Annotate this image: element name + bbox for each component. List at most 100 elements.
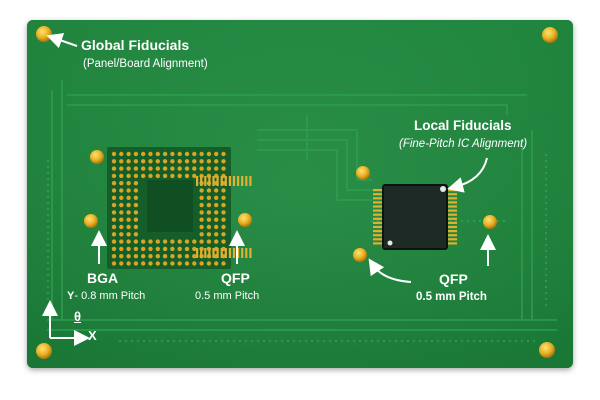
bga-ball xyxy=(126,254,131,259)
bga-ball xyxy=(177,173,182,179)
axis-y-label: Y xyxy=(67,290,75,302)
qfp-pin xyxy=(446,217,457,220)
bga-fiducial-top xyxy=(90,150,104,164)
bga-ball xyxy=(192,239,197,244)
bga-ball xyxy=(206,261,212,266)
axis-x-label: X xyxy=(88,328,97,343)
bga-ball xyxy=(126,181,131,186)
bga-ball xyxy=(184,239,190,244)
bga-ball xyxy=(111,254,117,259)
bga-ball xyxy=(199,195,204,200)
bga-ball xyxy=(206,232,212,237)
qfp-pin xyxy=(232,248,236,258)
bga-ball xyxy=(184,261,190,266)
pcb-traces xyxy=(47,80,557,331)
qfp-pin xyxy=(373,197,384,200)
bga-ball xyxy=(119,246,124,252)
bga-pitch: Y- 0.8 mm Pitch xyxy=(67,290,146,302)
bga-ball xyxy=(221,188,226,193)
bga-ball xyxy=(162,159,168,164)
bga-ball xyxy=(177,159,182,164)
bga-ball xyxy=(214,202,219,208)
bga-ball xyxy=(206,159,212,164)
qfp-pin xyxy=(446,197,457,200)
bga-ball xyxy=(221,261,226,266)
board-artwork xyxy=(36,26,558,359)
bga-ball xyxy=(170,173,175,179)
bga-ball xyxy=(221,217,226,222)
bga-ball xyxy=(206,195,212,200)
bga-ball xyxy=(111,188,117,193)
bga-ball xyxy=(126,261,131,266)
qfp-pin xyxy=(208,176,211,186)
bga-ball xyxy=(206,166,212,171)
bga-ball xyxy=(148,151,153,157)
bga-ball xyxy=(199,217,204,222)
bga-ball xyxy=(126,188,131,193)
qfp-pin xyxy=(446,193,457,196)
bga-ball xyxy=(141,254,146,259)
bga-ball xyxy=(119,217,124,222)
bga-ball xyxy=(126,239,131,244)
bga-ball xyxy=(192,246,197,252)
fiducial-top-right xyxy=(542,27,558,43)
qfp-pin xyxy=(373,193,384,196)
bga-ball xyxy=(133,202,139,208)
qfp-pin xyxy=(373,189,384,192)
bga-ball xyxy=(199,151,204,157)
bga-ball xyxy=(111,195,117,200)
bga-ball xyxy=(184,151,190,157)
qfp-pin xyxy=(237,248,240,258)
bga-ball xyxy=(119,151,124,157)
bga-ball xyxy=(214,195,219,200)
bga-ball xyxy=(119,232,124,237)
bga-ball xyxy=(192,173,197,179)
qfp-right-arrow-curve xyxy=(368,258,412,283)
qfp-pin xyxy=(373,209,384,212)
qfp-pin xyxy=(196,248,199,258)
bga-ball xyxy=(126,217,131,222)
bga-ball xyxy=(126,202,131,208)
bga-ball xyxy=(111,151,117,157)
bga-ball xyxy=(214,232,219,237)
bga-ball xyxy=(119,202,124,208)
bga-ball xyxy=(119,188,124,193)
bga-ball xyxy=(192,261,197,266)
qfp-pin xyxy=(373,242,384,245)
qfp-pin xyxy=(228,176,231,186)
bga-ball xyxy=(184,254,190,259)
bga-fiducial-right xyxy=(238,213,252,227)
bga-ball xyxy=(199,202,204,208)
bga-ball xyxy=(162,254,168,259)
bga-ball xyxy=(148,246,153,252)
bga-ball xyxy=(184,159,190,164)
bga-ball xyxy=(162,246,168,252)
qfp-pin xyxy=(249,248,252,258)
bga-ball xyxy=(133,159,139,164)
fiducial-bottom-right xyxy=(539,342,555,358)
qfp-pin xyxy=(232,176,236,186)
bga-ball xyxy=(192,254,197,259)
qfp-pin xyxy=(446,242,457,245)
bga-ball xyxy=(162,151,168,157)
qfp-pin xyxy=(373,205,384,208)
local-fiducials-title: Local Fiducials xyxy=(414,118,512,133)
qfp-chip xyxy=(196,176,457,258)
bga-ball xyxy=(111,173,117,179)
qfp-pin xyxy=(249,176,252,186)
bga-ball xyxy=(177,166,182,171)
qfp-pin xyxy=(208,248,211,258)
bga-ball xyxy=(111,232,117,237)
qfp-pin xyxy=(241,176,244,186)
bga-ball xyxy=(126,246,131,252)
qfp-pin xyxy=(216,248,219,258)
bga-ball xyxy=(148,254,153,259)
qfp-pin xyxy=(373,217,384,220)
qfp-pin xyxy=(373,234,384,237)
qfp-pin xyxy=(196,176,199,186)
qfp-left-label: QFP xyxy=(221,270,250,286)
qfp-right-label: QFP xyxy=(439,271,468,287)
bga-ball xyxy=(184,173,190,179)
bga-ball xyxy=(199,239,204,244)
bga-ball xyxy=(206,217,212,222)
